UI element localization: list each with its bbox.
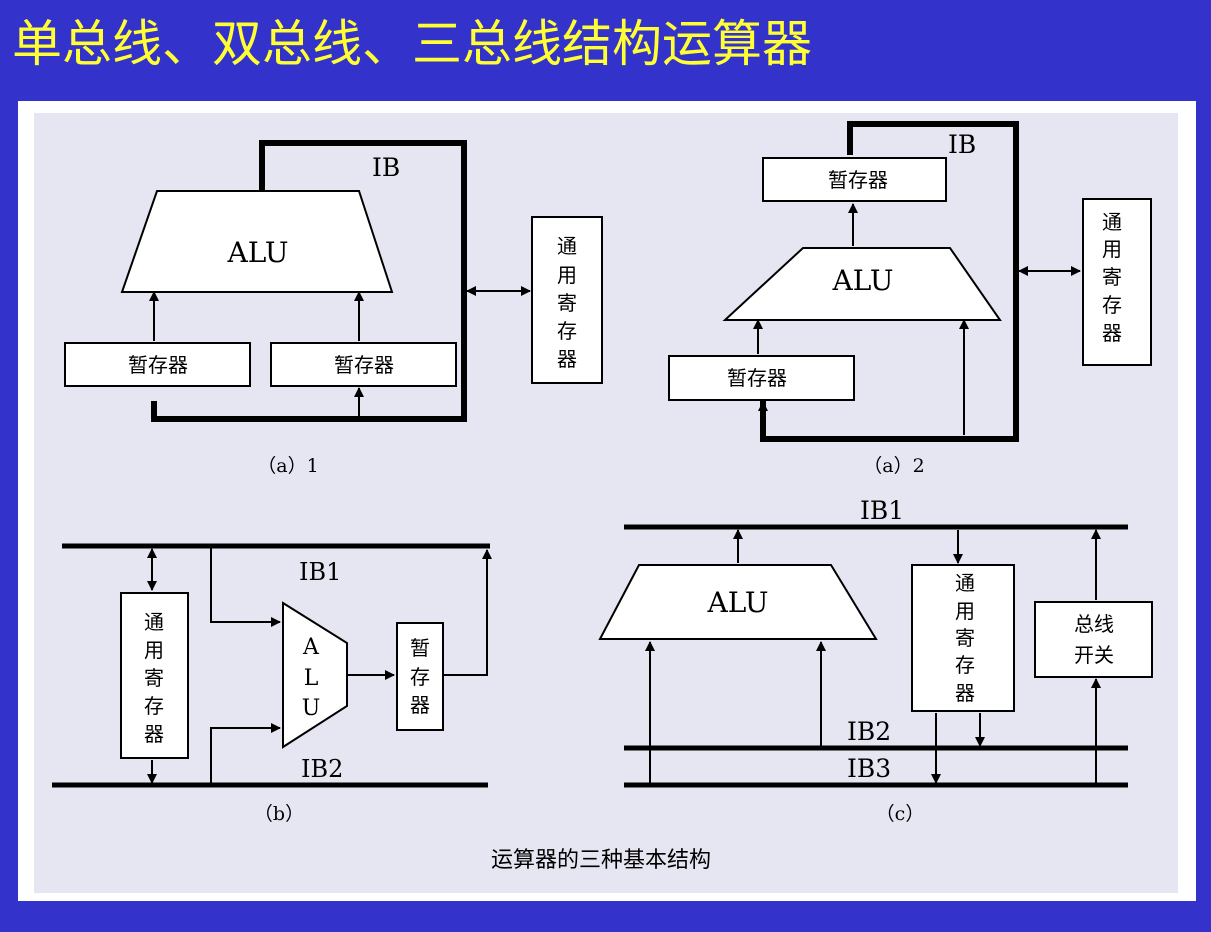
b-gpr-char: 存 bbox=[144, 694, 164, 718]
diagram-a2 bbox=[668, 121, 1152, 442]
a2-gpr-char: 器 bbox=[1102, 321, 1122, 345]
a1-gpr-char: 用 bbox=[557, 263, 577, 287]
c-subcaption: （c） bbox=[876, 803, 925, 825]
a2-bus-label: IB bbox=[948, 130, 976, 159]
figure-panel: IB ALU 暂存器 暂存器 通 用 寄 存 器 （a）1 IB 暂存器 ALU… bbox=[18, 101, 1196, 901]
diagram-a1 bbox=[64, 140, 603, 422]
c-bus2-label: IB2 bbox=[847, 717, 891, 746]
slide-title: 单总线、双总线、三总线结构运算器 bbox=[12, 15, 812, 73]
a1-temp-left-label: 暂存器 bbox=[128, 353, 188, 377]
a1-temp-register-right bbox=[270, 342, 457, 387]
c-bus1-label: IB1 bbox=[860, 496, 904, 525]
a2-temp-register-top bbox=[762, 157, 947, 202]
figure-caption: 运算器的三种基本结构 bbox=[491, 848, 711, 873]
c-gpr-char: 通 bbox=[955, 571, 975, 595]
a2-temp-bottom-label: 暂存器 bbox=[727, 366, 787, 390]
b-gpr-char: 寄 bbox=[144, 666, 164, 690]
a1-gpr-char: 通 bbox=[557, 234, 577, 258]
b-alu-shape bbox=[282, 601, 348, 749]
a1-bus-label: IB bbox=[372, 153, 400, 182]
a1-subcaption: （a）1 bbox=[257, 455, 318, 477]
c-switch-line: 总线 bbox=[1074, 612, 1114, 636]
b-arrow-ib2-to-alu bbox=[210, 723, 281, 783]
a1-gpr-char: 存 bbox=[557, 319, 577, 343]
b-alu-char: U bbox=[302, 696, 321, 721]
b-gpr-char: 通 bbox=[144, 610, 164, 634]
a1-gpr-char: 寄 bbox=[557, 291, 577, 315]
figure-diagram: IB ALU 暂存器 暂存器 通 用 寄 存 器 （a）1 IB 暂存器 ALU… bbox=[34, 113, 1178, 893]
b-bus2-label: IB2 bbox=[301, 755, 343, 783]
a1-temp-register-left bbox=[64, 342, 251, 387]
c-gpr-char: 存 bbox=[955, 653, 975, 677]
c-gpr-char: 器 bbox=[955, 681, 975, 705]
a2-alu-trapezoid bbox=[722, 247, 1002, 321]
b-gpr-char: 用 bbox=[144, 638, 164, 662]
diagram-b bbox=[52, 543, 492, 788]
a2-alu-label: ALU bbox=[832, 264, 894, 297]
c-switch-line: 开关 bbox=[1074, 643, 1114, 667]
a2-general-register-box bbox=[1082, 198, 1152, 366]
a2-gpr-char: 寄 bbox=[1102, 265, 1122, 289]
b-general-register-box bbox=[120, 592, 189, 759]
a2-gpr-char: 通 bbox=[1102, 210, 1122, 234]
b-bus1-label: IB1 bbox=[299, 558, 341, 586]
c-gpr-char: 用 bbox=[955, 599, 975, 623]
c-alu-trapezoid bbox=[598, 564, 878, 640]
c-bus3-label: IB3 bbox=[847, 754, 891, 783]
b-temp-char: 存 bbox=[410, 665, 430, 689]
a1-internal-bus-line bbox=[151, 140, 467, 422]
b-temp-char: 暂 bbox=[410, 636, 430, 660]
b-arrow-temp-to-ib1 bbox=[443, 549, 492, 676]
b-temp-char: 器 bbox=[410, 693, 430, 717]
b-alu-char: A bbox=[302, 635, 320, 660]
b-gpr-char: 器 bbox=[144, 722, 164, 746]
c-alu-label: ALU bbox=[707, 586, 769, 619]
a1-alu-label: ALU bbox=[227, 236, 289, 269]
a1-gpr-char: 器 bbox=[557, 347, 577, 371]
a1-alu-trapezoid bbox=[120, 190, 394, 293]
a2-gpr-char: 存 bbox=[1102, 293, 1122, 317]
a2-temp-top-label: 暂存器 bbox=[828, 168, 888, 192]
c-gpr-char: 寄 bbox=[955, 626, 975, 650]
c-general-register-box bbox=[911, 564, 1015, 712]
a1-temp-right-label: 暂存器 bbox=[334, 353, 394, 377]
b-temp-register-box bbox=[396, 622, 444, 731]
a2-temp-register-bottom bbox=[668, 355, 855, 401]
b-arrow-ib1-to-alu bbox=[210, 548, 281, 627]
diagram-c bbox=[598, 524, 1153, 788]
b-alu-char: L bbox=[304, 666, 319, 691]
b-subcaption: （b） bbox=[254, 803, 304, 825]
a1-general-register-box bbox=[531, 216, 603, 384]
c-bus-switch-box bbox=[1034, 601, 1153, 678]
a2-subcaption: （a）2 bbox=[863, 455, 924, 477]
a2-gpr-char: 用 bbox=[1102, 237, 1122, 261]
